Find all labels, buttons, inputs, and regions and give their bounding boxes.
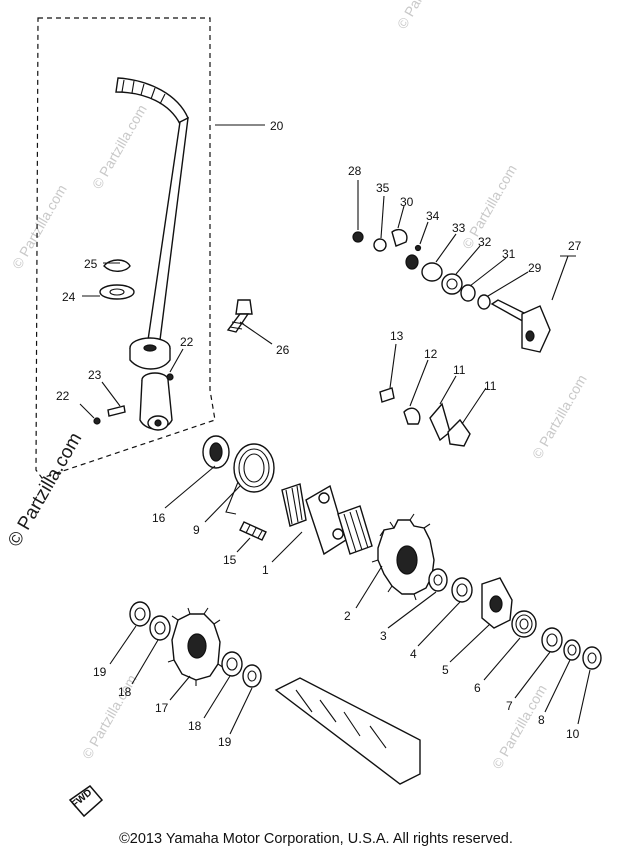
watermark-text: © Partzilla.com [529,372,590,462]
callout-number: 34 [426,209,440,223]
callout-number: 10 [566,727,580,741]
oil-seal [202,435,230,469]
main-shaft [274,677,421,785]
middle-right-small-parts [379,387,471,447]
callout-number: 23 [88,368,102,382]
compression-spring [511,610,537,638]
callout-number: 15 [223,553,237,567]
callout-number: 11 [484,379,497,393]
shift-shaft [490,299,551,353]
kick-lever [115,77,189,370]
kick-assembly-dashed-box [35,17,216,479]
callout-number: 2 [344,609,351,623]
callout-number: 8 [538,713,545,727]
watermark-text: © Partzilla.com [4,429,86,550]
callout-number: 18 [118,685,132,699]
callout-number: 35 [376,181,390,195]
callout-number: 27 [568,239,582,253]
kick-axle [281,483,373,556]
callout-number: 18 [188,719,202,733]
watermark-text: © Partzilla.com [89,102,150,192]
callout-number: 25 [84,257,98,271]
callout-number: 5 [442,663,449,677]
leader-lines [79,124,591,735]
callout-number: 17 [155,701,169,715]
callout-number: 3 [380,629,387,643]
kick-gear [371,513,439,601]
watermark-layer: © Partzilla.com © Partzilla.com © Partzi… [4,0,590,772]
callout-number: 22 [180,335,194,349]
callout-number: 32 [478,235,492,249]
callout-number: 30 [400,195,414,209]
callout-number: 33 [452,221,466,235]
callout-number: 19 [93,665,107,679]
bolt [226,299,253,333]
callout-number: 13 [390,329,404,343]
callout-number: 6 [474,681,481,695]
callout-number: 28 [348,164,362,178]
pin [239,521,267,541]
callout-number: 20 [270,119,284,133]
callout-number: 11 [453,363,466,377]
callout-number: 16 [152,511,166,525]
torsion-spring [225,443,275,515]
watermark-text: © Partzilla.com [9,182,70,272]
kick-boss [93,372,174,431]
callout-number: 19 [218,735,232,749]
callout-number: 26 [276,343,290,357]
washer-and-circlip [428,568,473,603]
callout-number: 9 [193,523,200,537]
callout-number: 12 [424,347,438,361]
watermark-text: © Partzilla.com [394,0,455,32]
callout-number: 24 [62,290,76,304]
callout-number: 7 [506,699,513,713]
callout-numbers: 20 25 24 22 23 22 26 16 9 15 1 2 3 4 5 6… [56,119,582,749]
callout-number: 22 [56,389,70,403]
washers-right [541,627,602,670]
idler-gear-group [129,601,262,688]
callout-number: 29 [528,261,542,275]
upper-right-small-parts [352,228,491,310]
callout-number: 31 [502,247,516,261]
ratchet [481,577,513,629]
fwd-arrow-icon: FWD [68,784,104,818]
copyright-footer: ©2013 Yamaha Motor Corporation, U.S.A. A… [119,831,513,847]
clip-and-washer [99,259,135,300]
callout-number: 4 [410,647,417,661]
callout-number: 1 [262,563,269,577]
